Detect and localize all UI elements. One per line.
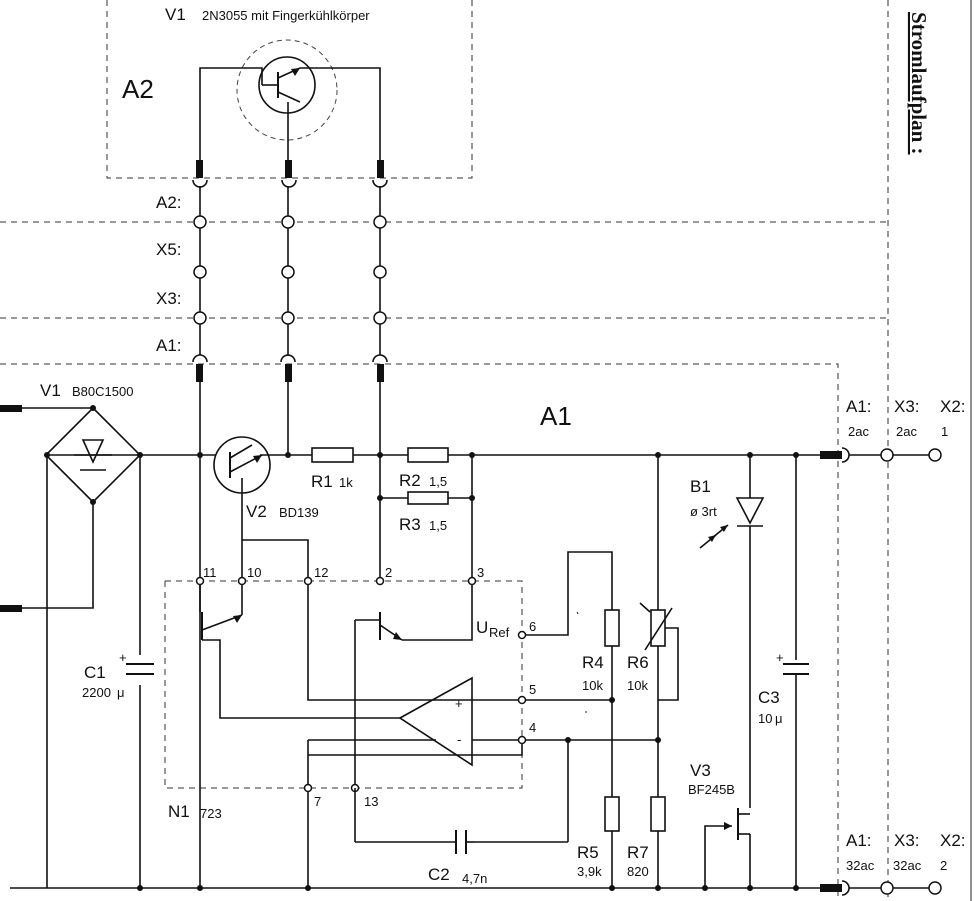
row-label-a2: A2: — [156, 193, 182, 212]
transistor-v2 — [197, 380, 291, 888]
n1-type: 723 — [200, 806, 222, 821]
resistor-r5 — [604, 796, 620, 888]
feedback-network — [307, 551, 661, 888]
r1-name: R1 — [311, 472, 333, 491]
terminal-top-value-x2: 1 — [941, 424, 948, 439]
v2-type: BD139 — [279, 505, 319, 520]
resistor-r2 — [407, 447, 449, 463]
terminal-top-value-a1: 2ac — [848, 424, 869, 439]
ground-junctions — [137, 885, 661, 891]
v3-type: BF245B — [688, 782, 735, 797]
r6-value: 10k — [627, 678, 648, 693]
row-label-x3: X3: — [156, 289, 182, 308]
terminal-bottom-value-x3: 32ac — [893, 858, 922, 873]
c3-value: 10 — [758, 711, 772, 726]
v1-top-name: V1 — [165, 5, 186, 24]
c3-unit: μ — [775, 711, 783, 726]
pin-5: 5 — [529, 682, 536, 697]
c2-value: 4,7n — [462, 871, 487, 886]
b1-name: B1 — [690, 477, 711, 496]
fet-v3 — [702, 808, 753, 891]
r4-name: R4 — [582, 653, 604, 672]
r3-name: R3 — [399, 515, 421, 534]
wire-pin12 — [242, 539, 309, 581]
c3-plus: + — [776, 650, 784, 665]
terminal-bottom-value-a1: 32ac — [846, 858, 875, 873]
v1-top-type: 2N3055 mit Fingerkühlkörper — [202, 8, 370, 23]
power-transistor-2n3055 — [199, 39, 381, 165]
r4-value: 10k — [582, 678, 603, 693]
r5-name: R5 — [577, 843, 599, 862]
r2-value: 1,5 — [429, 474, 447, 489]
r7-value: 820 — [627, 864, 649, 879]
c3-name: C3 — [758, 688, 780, 707]
connector-column-1 — [192, 160, 208, 382]
pin-10: 10 — [247, 565, 261, 580]
v1-bridge-name: V1 — [40, 381, 61, 400]
connector-column-3 — [372, 160, 388, 382]
r1-value: 1k — [339, 475, 353, 490]
terminal-bottom-header-x3: X3: — [894, 831, 920, 850]
c2-name: C2 — [428, 865, 450, 884]
module-label-a2: A2 — [122, 74, 154, 104]
terminal-top-header-a1: A1: — [846, 397, 872, 416]
v1-bridge-type: B80C1500 — [72, 384, 133, 399]
capacitor-c2 — [455, 830, 475, 854]
pin-2: 2 — [385, 565, 392, 580]
n1-uref: U — [476, 618, 488, 637]
terminal-bottom-value-x2: 2 — [940, 858, 947, 873]
n1-minus: - — [457, 732, 461, 747]
regulator-n1 — [195, 576, 527, 842]
r2-name: R2 — [399, 471, 421, 490]
capacitor-c1 — [126, 655, 154, 685]
pin-13: 13 — [364, 794, 378, 809]
resistor-r3 — [377, 380, 475, 581]
pin-3: 3 — [477, 565, 484, 580]
module-frames — [0, 0, 889, 901]
resistor-r1 — [311, 447, 354, 463]
b1-type: ø 3rt — [690, 504, 717, 519]
page-title: Stromlaufplan : — [907, 12, 931, 155]
terminal-bottom-header-x2: X2: — [940, 831, 966, 850]
c1-name: C1 — [84, 663, 106, 682]
r7-name: R7 — [627, 843, 649, 862]
terminal-bottom-header-a1: A1: — [846, 831, 872, 850]
r5-value: 3,9k — [577, 864, 602, 879]
pin-6: 6 — [529, 619, 536, 634]
module-label-a1: A1 — [540, 401, 572, 431]
bridge-rectifier — [0, 405, 143, 888]
terminal-top-value-x3: 2ac — [896, 424, 917, 439]
capacitor-c3 — [783, 452, 810, 891]
r6-name: R6 — [627, 653, 649, 672]
row-label-x5: X5: — [156, 240, 182, 259]
pin-11: 11 — [203, 565, 217, 580]
c1-unit: μ — [117, 685, 125, 700]
n1-plus: + — [455, 696, 463, 711]
resistor-r7 — [650, 796, 666, 888]
c1-plus: + — [119, 650, 127, 665]
pin-7: 7 — [314, 794, 321, 809]
supply-rails — [10, 454, 820, 889]
output-terminal-bottom — [820, 880, 942, 896]
r3-value: 1,5 — [429, 518, 447, 533]
terminal-top-header-x2: X2: — [940, 397, 966, 416]
c1-value: 2200 — [82, 685, 111, 700]
output-terminal-top — [820, 447, 942, 463]
n1-name: N1 — [168, 802, 190, 821]
led-b1 — [699, 452, 765, 808]
n1-uref-sub: Ref — [489, 625, 510, 640]
resistor-r4 — [604, 609, 620, 797]
v3-name: V3 — [690, 761, 711, 780]
potentiometer-r6 — [639, 452, 679, 797]
v2-name: V2 — [246, 502, 267, 521]
pin-12: 12 — [314, 565, 328, 580]
pin-4: 4 — [529, 720, 536, 735]
terminal-top-header-x3: X3: — [894, 397, 920, 416]
connector-column-2 — [280, 160, 297, 382]
row-label-a1: A1: — [156, 336, 182, 355]
